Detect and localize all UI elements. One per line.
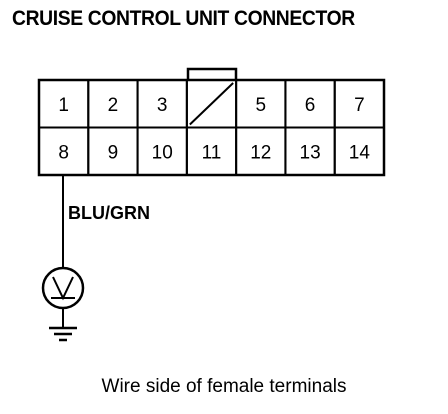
terminal-14: 14	[333, 126, 386, 176]
ground-icon	[49, 308, 77, 342]
terminal-number: 12	[250, 142, 271, 163]
terminal-number: 10	[152, 142, 173, 163]
terminal-number: 5	[255, 95, 266, 116]
terminal-number: 13	[300, 142, 321, 163]
terminal-number: 14	[349, 142, 371, 163]
diagram-title: CRUISE CONTROL UNIT CONNECTOR	[12, 7, 355, 30]
wire-color-label: BLU/GRN	[68, 203, 150, 223]
terminal-number: 7	[354, 95, 365, 116]
terminal-number: 6	[305, 95, 316, 116]
terminal-number: 1	[58, 95, 69, 116]
terminal-number: 11	[202, 142, 222, 163]
terminal-number: 3	[157, 95, 168, 116]
terminal-view-caption: Wire side of female terminals	[101, 376, 347, 397]
terminal-number: 2	[108, 95, 119, 116]
terminal-number: 8	[58, 142, 69, 163]
terminal-number: 9	[108, 142, 119, 163]
voltmeter-icon	[41, 266, 85, 310]
